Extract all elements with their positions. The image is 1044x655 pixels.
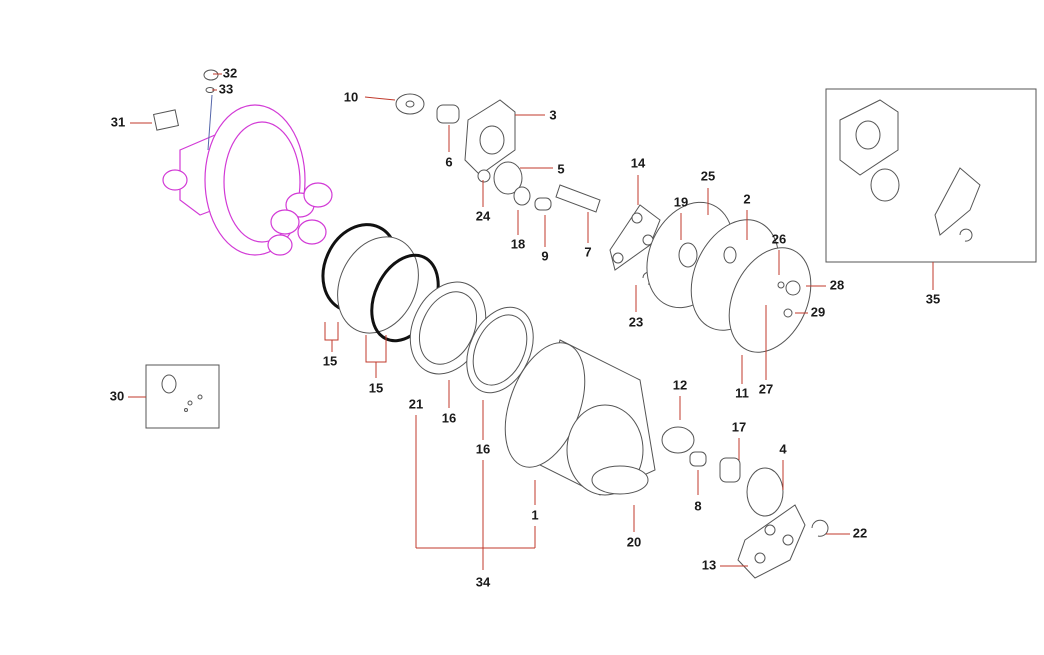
callout-2: 2 [743, 191, 750, 206]
callout-15: 15 [323, 353, 337, 368]
callout-31: 31 [111, 114, 125, 129]
callout-33: 33 [219, 81, 233, 96]
callout-22: 22 [853, 525, 867, 540]
oring-part [591, 465, 649, 495]
callout-34: 34 [476, 574, 491, 589]
callout-30: 30 [110, 388, 124, 403]
callout-12: 12 [673, 377, 687, 392]
snap-ring-part [811, 519, 829, 537]
callout-16: 16 [476, 441, 490, 456]
callout-9: 9 [541, 248, 548, 263]
gasket-part [728, 247, 812, 353]
shaft-part [555, 184, 601, 213]
seal-kit-box [145, 364, 220, 429]
callout-25: 25 [701, 168, 715, 183]
gear-part [436, 104, 460, 124]
callout-10: 10 [344, 89, 358, 104]
cover-plate-part [737, 504, 806, 579]
callout-7: 7 [584, 244, 591, 259]
callout-26: 26 [772, 231, 786, 246]
callout-1: 1 [531, 507, 538, 522]
sun-gear-part [746, 467, 784, 517]
planet-gear-part [493, 161, 523, 195]
callout-15: 15 [369, 380, 383, 395]
callout-24: 24 [476, 208, 491, 223]
callout-labels: 32 33 31 10 3 6 5 24 18 9 7 14 25 19 2 2… [110, 65, 940, 589]
callout-17: 17 [732, 419, 746, 434]
callout-18: 18 [511, 236, 525, 251]
callout-13: 13 [702, 557, 716, 572]
callout-6: 6 [445, 154, 452, 169]
subassembly-box [825, 88, 1037, 263]
callout-16: 16 [442, 410, 456, 425]
plate-part [609, 204, 661, 271]
thrust-washer-part [661, 426, 695, 454]
callout-35: 35 [926, 291, 940, 306]
callout-3: 3 [549, 107, 556, 122]
callout-27: 27 [759, 381, 773, 396]
needle-bearing-part [719, 457, 741, 483]
callout-32: 32 [223, 65, 237, 80]
callout-28: 28 [830, 277, 844, 292]
callout-20: 20 [627, 534, 641, 549]
callout-19: 19 [674, 194, 688, 209]
motor-assembly [162, 94, 333, 256]
callout-5: 5 [557, 161, 564, 176]
callout-23: 23 [629, 314, 643, 329]
callout-21: 21 [409, 396, 423, 411]
callout-11: 11 [735, 385, 749, 400]
callout-29: 29 [811, 304, 825, 319]
leader-lines [128, 73, 934, 570]
callout-8: 8 [694, 498, 701, 513]
callout-14: 14 [631, 155, 646, 170]
callout-4: 4 [779, 441, 787, 456]
plug-part [203, 69, 219, 81]
nameplate-part [152, 109, 180, 131]
bearing-part [678, 242, 698, 268]
